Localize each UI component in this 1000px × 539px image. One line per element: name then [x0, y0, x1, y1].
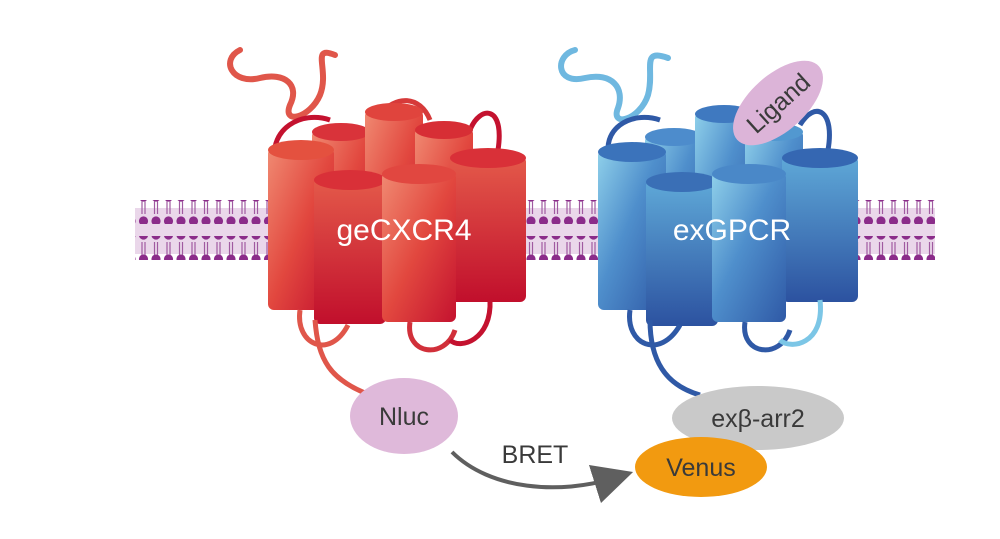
helix-front-4 — [382, 164, 456, 322]
bret-transfer: BRET — [450, 441, 634, 504]
nluc-donor: Nluc — [350, 378, 458, 454]
nluc-label: Nluc — [379, 403, 429, 431]
c-terminus-tail-blue — [647, 319, 701, 398]
bret-arrow — [450, 450, 634, 504]
arrestin: exβ-arr2 — [672, 386, 844, 450]
bret-label: BRET — [502, 441, 569, 469]
n-terminus-loop — [227, 47, 338, 120]
helix-front-2 — [450, 148, 526, 302]
arrestin-label: exβ-arr2 — [711, 405, 805, 433]
gecxcr4-receptor: geCXCR4 — [227, 47, 526, 398]
helix-front-3 — [314, 170, 386, 324]
helix-front-blue-2 — [782, 148, 858, 302]
exgpcr-label: exGPCR — [673, 214, 791, 247]
venus-label: Venus — [666, 454, 736, 482]
venus-acceptor: Venus — [635, 437, 767, 497]
helix-front-blue-3 — [646, 172, 718, 326]
helix-front-blue-4 — [712, 164, 786, 322]
gecxcr4-label: geCXCR4 — [336, 214, 471, 247]
n-terminus-loop-blue — [558, 47, 671, 123]
c-terminus-tail — [312, 319, 371, 398]
